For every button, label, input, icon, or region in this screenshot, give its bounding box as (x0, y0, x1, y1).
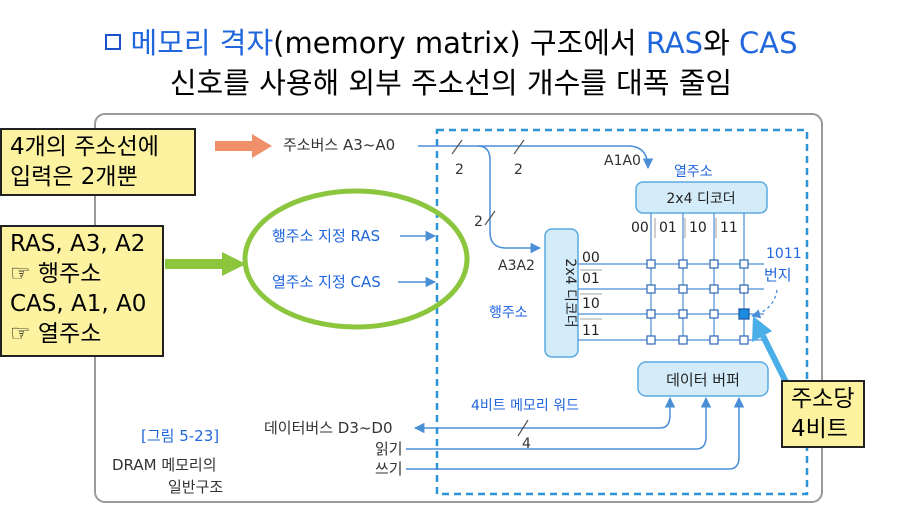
row-code-10: 10 (582, 296, 600, 312)
a3a2-label: A3A2 (498, 258, 535, 274)
col-cas-label: 열주소 지정 CAS (272, 273, 381, 291)
col-code-01: 01 (659, 220, 677, 236)
bus-width-1: 2 (455, 162, 464, 178)
addr-to-row-decoder (477, 145, 542, 254)
read-line (406, 396, 712, 450)
row-addr-label: 행주소 (489, 305, 528, 321)
write-line (406, 396, 745, 470)
title-memory-matrix: 메모리 격자 (130, 26, 274, 60)
caption-line-2: 일반구조 (168, 478, 223, 496)
cell-addr-suffix: 번지 (764, 266, 792, 284)
memory-cell-grid (646, 259, 749, 345)
row-code-01: 01 (582, 271, 600, 287)
data-bus-label: 데이터버스 D3~D0 (264, 419, 393, 437)
figure-number: [그림 5-23] (141, 427, 219, 445)
note-address-lines: 4개의 주소선에 입력은 2개뿐 (0, 128, 196, 196)
bus-width-3: 2 (474, 214, 483, 230)
row-ras-label: 행주소 지정 RAS (272, 227, 380, 245)
row-code-00: 00 (582, 250, 600, 266)
orange-arrow-icon (215, 134, 272, 158)
title-text-a: (memory matrix) 구조에서 (273, 26, 646, 60)
col-code-11: 11 (720, 220, 738, 236)
title-line-2: 신호를 사용해 외부 주소선의 개수를 대폭 줄임 (169, 66, 733, 100)
data-buffer-box (637, 361, 769, 397)
col-decoder-label: 2x4 디코더 (666, 191, 735, 207)
green-arrow-icon (165, 252, 246, 276)
chip-boundary (435, 128, 809, 496)
row-decoder-label: 2x4 디코더 (562, 258, 578, 327)
bullet-square-icon (104, 34, 121, 50)
addr-bus-label: 주소버스 A3~A0 (283, 136, 395, 154)
caption-line-1: DRAM 메모리의 (112, 456, 217, 474)
a1a0-label: A1A0 (604, 153, 641, 169)
bus-width-2: 2 (514, 162, 523, 178)
title-cas: CAS (738, 26, 798, 60)
read-label: 읽기 (375, 440, 403, 458)
title-text-b: 와 (703, 26, 739, 60)
col-decoder-box (635, 181, 768, 214)
ras-cas-highlight-oval (242, 188, 470, 330)
write-label: 쓰기 (375, 460, 403, 478)
selected-cell-1011 (738, 308, 750, 320)
col-code-10: 10 (689, 220, 707, 236)
col-code-00: 00 (631, 220, 649, 236)
col-addr-label: 열주소 (674, 164, 713, 180)
title-ras: RAS (645, 26, 704, 60)
note-per-address: 주소당 4비트 (781, 380, 865, 448)
data-width: 4 (522, 436, 531, 452)
row-decoder-box (544, 228, 579, 358)
data-buffer-label: 데이터 버퍼 (666, 371, 740, 389)
mem-word-label: 4비트 메모리 워드 (471, 398, 579, 414)
title-line-1: 메모리 격자(memory matrix) 구조에서 RAS와 CAS (0, 20, 902, 62)
addr-to-col-decoder (627, 145, 654, 170)
row-code-11: 11 (582, 323, 600, 339)
cell-addr-1011: 1011 (766, 246, 802, 262)
data-bus-line (413, 396, 676, 434)
note-ras-cas: RAS, A3, A2 ☞ 행주소 CAS, A1, A0 ☞ 열주소 (0, 225, 164, 357)
blue-arrow-icon (760, 334, 789, 384)
